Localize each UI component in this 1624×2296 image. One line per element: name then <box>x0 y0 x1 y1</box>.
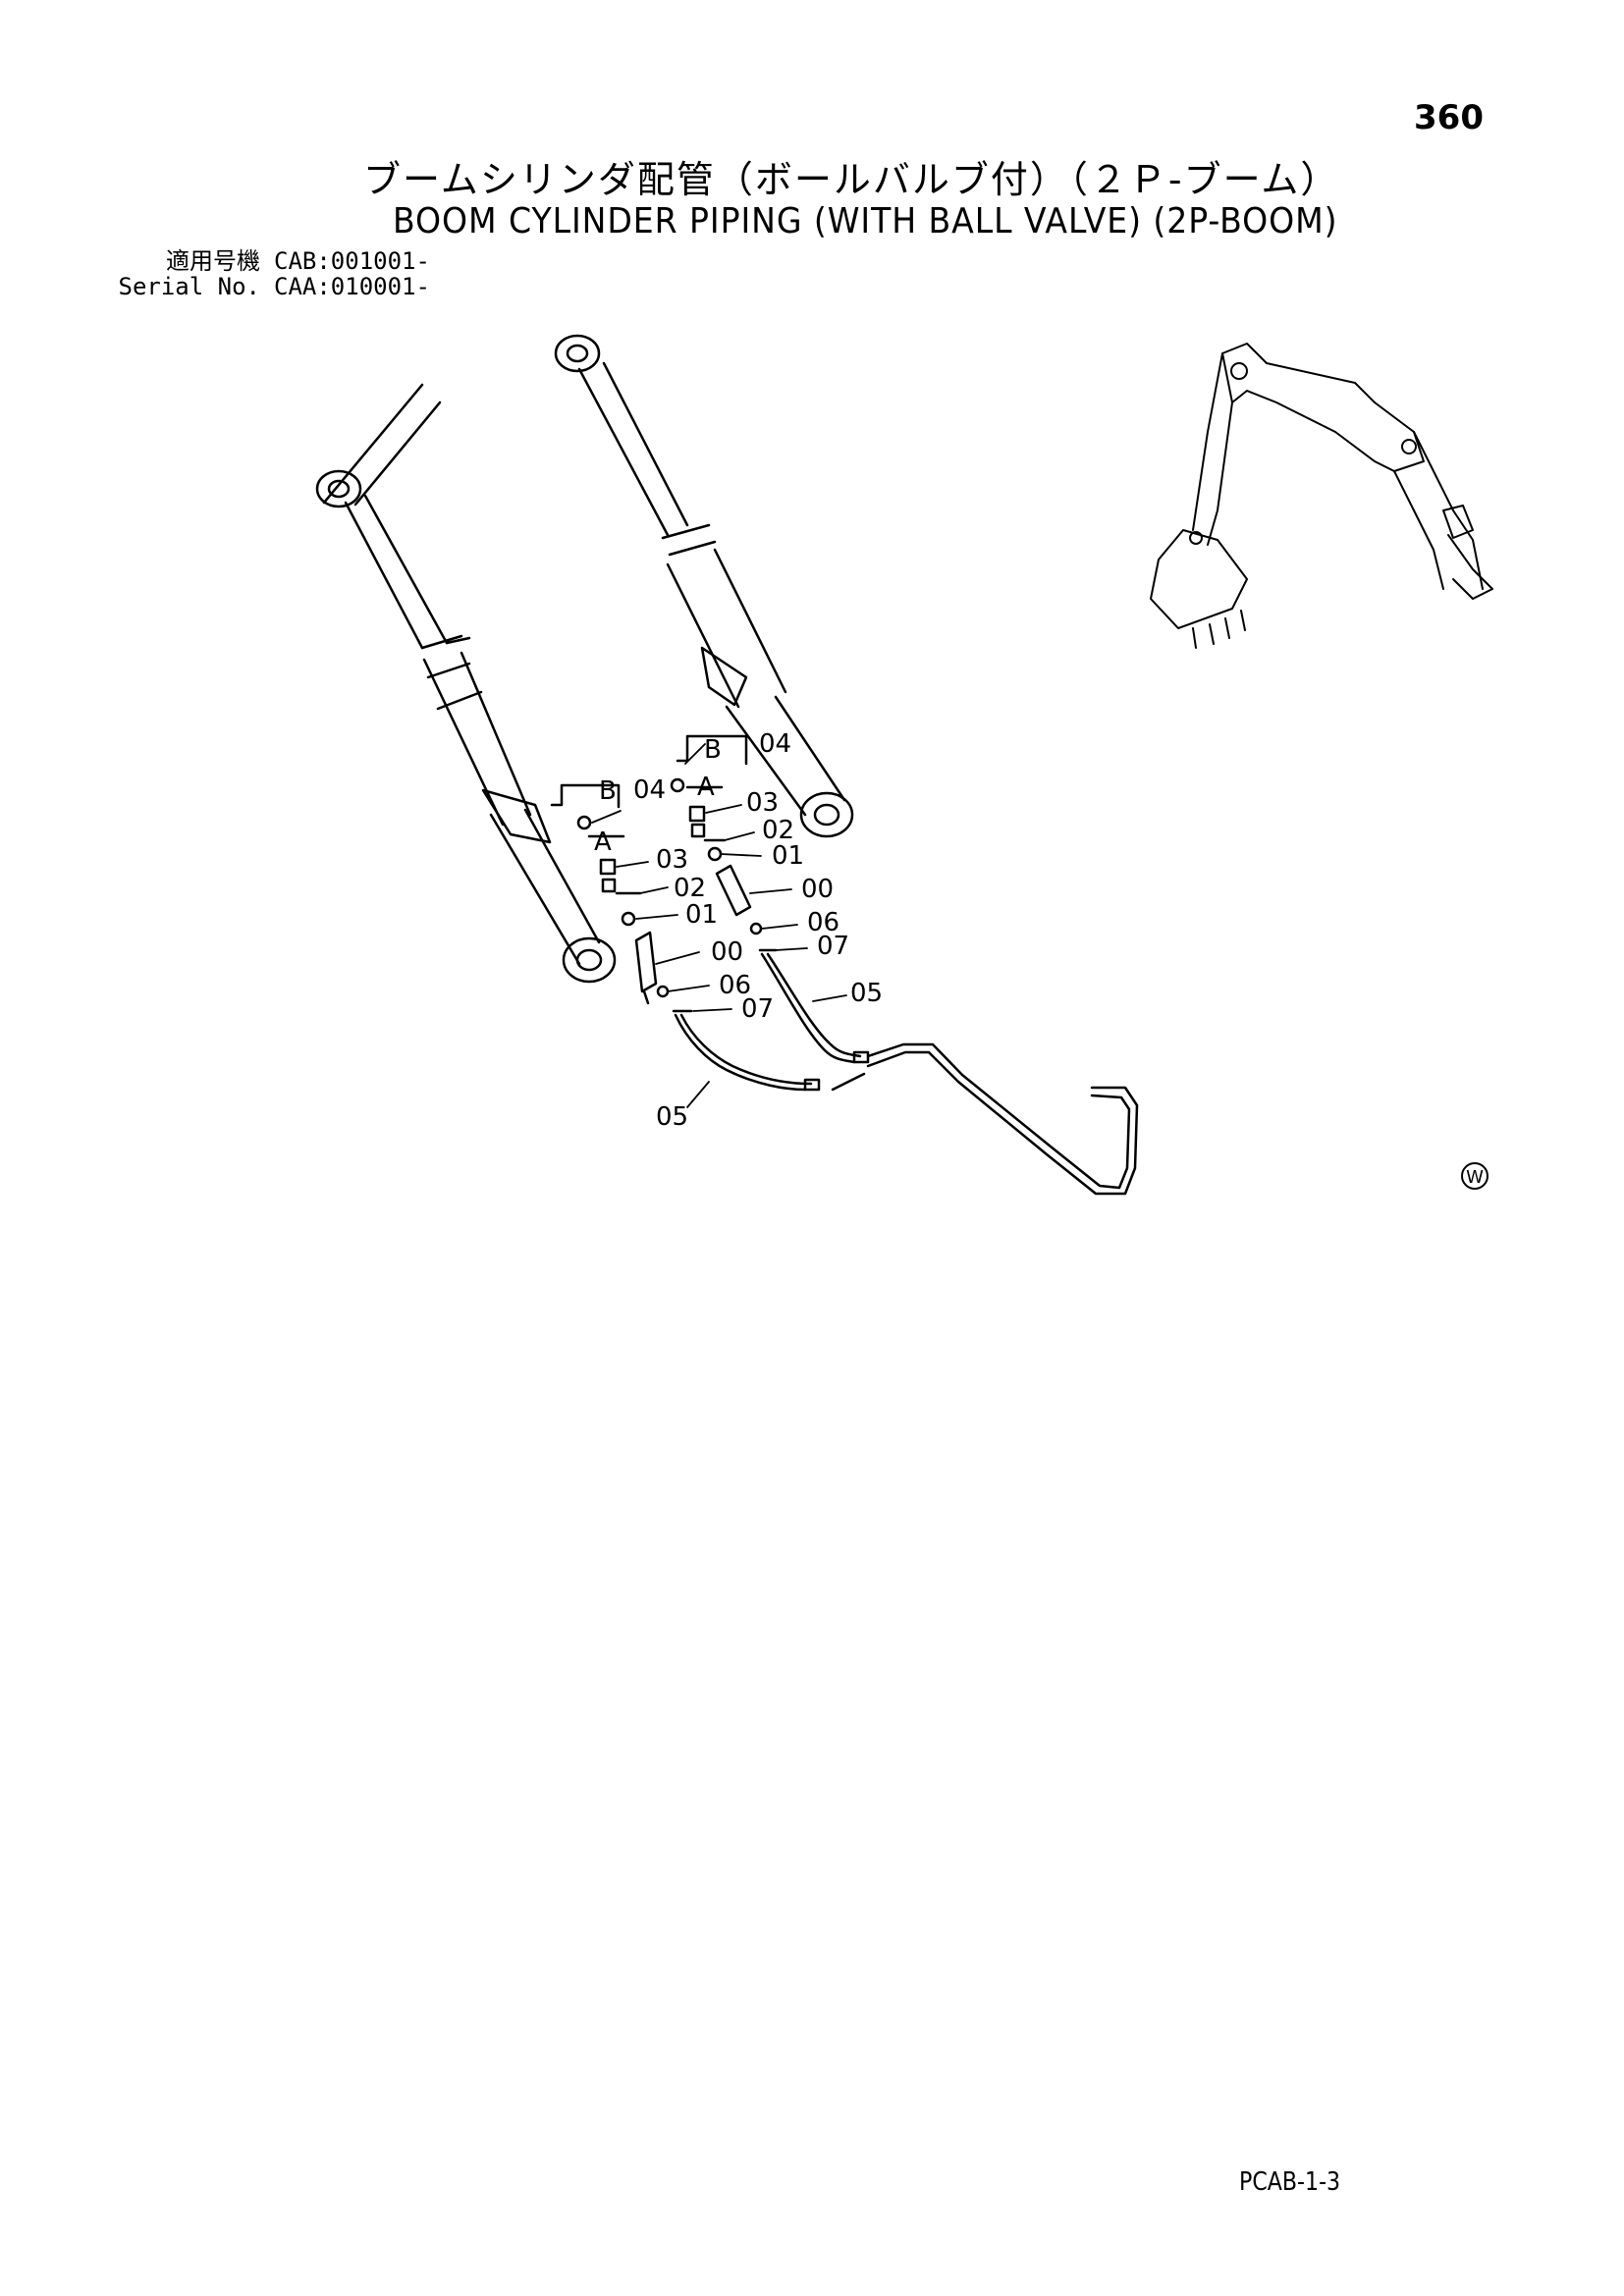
serial-label: 適用号機 <box>166 247 260 275</box>
right-boom-cylinder <box>554 334 854 838</box>
view-label-b: B <box>704 735 722 765</box>
callout-02: 02 <box>674 874 706 903</box>
leader-lines <box>591 743 847 1108</box>
document-code: PCAB-1-3 <box>1239 2167 1341 2197</box>
title-japanese: ブームシリンダ配管（ボールバルブ付）（２Ｐ-ブーム） <box>363 158 1340 201</box>
serial-row-number: Serial No. CAA:010001- <box>113 274 430 299</box>
right-bracket <box>676 734 748 789</box>
serial-block: 適用号機 CAB:001001- Serial No. CAA:010001- <box>113 248 430 299</box>
serial-label: Serial No. <box>118 273 261 300</box>
view-label-a: A <box>697 773 715 802</box>
callout-00: 00 <box>711 937 743 967</box>
callout-07: 07 <box>741 994 774 1024</box>
left-boom-cylinder <box>315 383 617 984</box>
callout-02: 02 <box>762 816 794 845</box>
right-fittings <box>670 777 778 952</box>
mark-letter: W <box>1466 1167 1484 1188</box>
page-number: 360 <box>1414 98 1484 137</box>
title-english: BOOM CYLINDER PIPING (WITH BALL VALVE) (… <box>393 201 1338 241</box>
callout-00: 00 <box>801 875 834 904</box>
view-label-b: B <box>599 776 617 806</box>
excavator-overview <box>1150 343 1493 649</box>
callout-04: 04 <box>759 729 791 759</box>
callout-05: 05 <box>656 1102 688 1132</box>
callout-03: 03 <box>656 845 688 875</box>
callout-06: 06 <box>807 908 839 937</box>
callout-04: 04 <box>633 775 666 805</box>
callout-07: 07 <box>817 932 849 961</box>
left-bracket <box>550 783 625 838</box>
callout-01: 01 <box>685 900 718 930</box>
circled-w-mark: W <box>1461 1162 1489 1190</box>
callout-01: 01 <box>772 841 804 871</box>
serial-value: CAA:010001- <box>274 273 430 300</box>
view-label-a: A <box>594 828 612 857</box>
serial-value: CAB:001001- <box>274 247 430 275</box>
callout-05: 05 <box>850 979 883 1008</box>
hoses-and-pipe <box>674 952 1139 1196</box>
left-fittings <box>576 815 693 1013</box>
callout-06: 06 <box>719 971 751 1000</box>
parts-diagram: B A 04 03 02 01 00 06 07 05 B A 04 03 02… <box>315 334 1493 1196</box>
serial-row-applicable: 適用号機 CAB:001001- <box>113 248 430 274</box>
callout-03: 03 <box>746 788 779 818</box>
